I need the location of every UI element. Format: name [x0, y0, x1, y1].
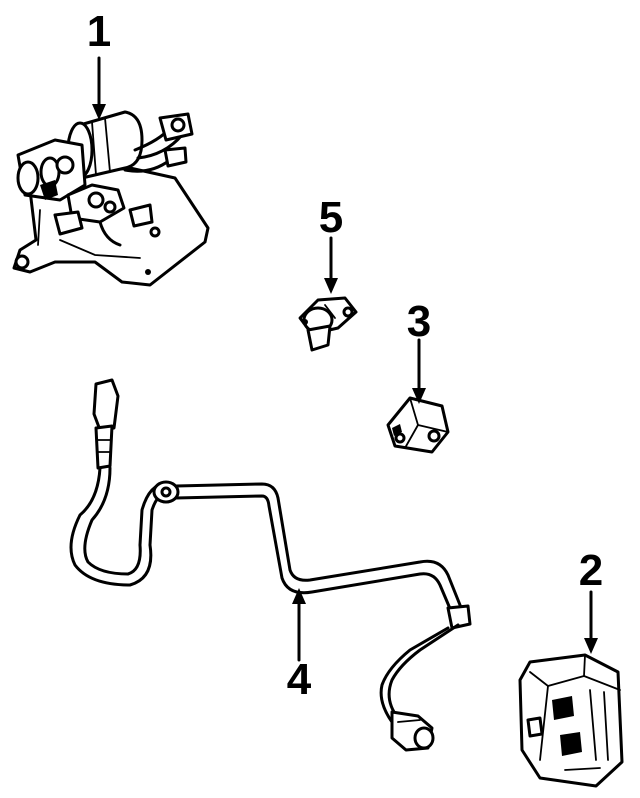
callout-1: 1 — [87, 7, 111, 56]
callout-3: 3 — [407, 297, 431, 346]
callout-5: 5 — [319, 193, 343, 242]
part-3-relay[interactable] — [386, 396, 450, 454]
callout-4: 4 — [287, 655, 312, 704]
part-1-pump-assembly[interactable] — [12, 110, 210, 287]
part-5-sensor[interactable] — [298, 296, 358, 352]
callout-2: 2 — [579, 546, 603, 595]
part-2-control-module[interactable] — [518, 653, 624, 788]
callout-leaders — [92, 56, 598, 662]
part-4-harness[interactable] — [69, 378, 472, 752]
